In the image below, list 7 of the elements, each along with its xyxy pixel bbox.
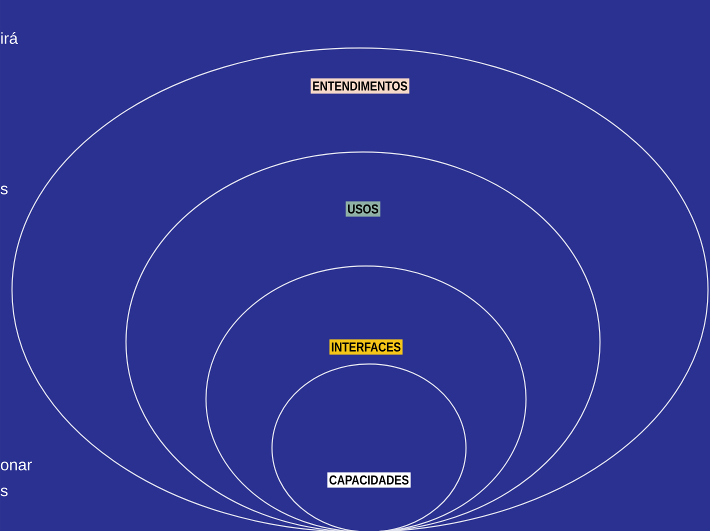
cut-text: s <box>0 186 8 194</box>
label-tag: INTERFACES <box>329 339 403 355</box>
cut-text: irá <box>1 32 18 44</box>
cut-text: onar s <box>0 462 32 496</box>
label-tag: ENTENDIMENTOS <box>310 78 410 94</box>
label-tag: CAPACIDADES <box>327 472 411 488</box>
label-tag: USOS <box>346 201 380 217</box>
